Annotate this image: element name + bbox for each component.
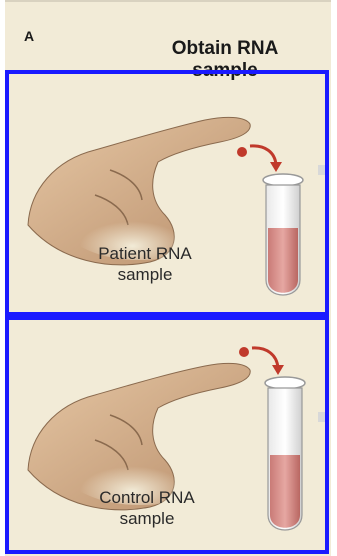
control-sample-highlight-box xyxy=(5,316,329,554)
patient-sample-highlight-box xyxy=(5,70,329,316)
